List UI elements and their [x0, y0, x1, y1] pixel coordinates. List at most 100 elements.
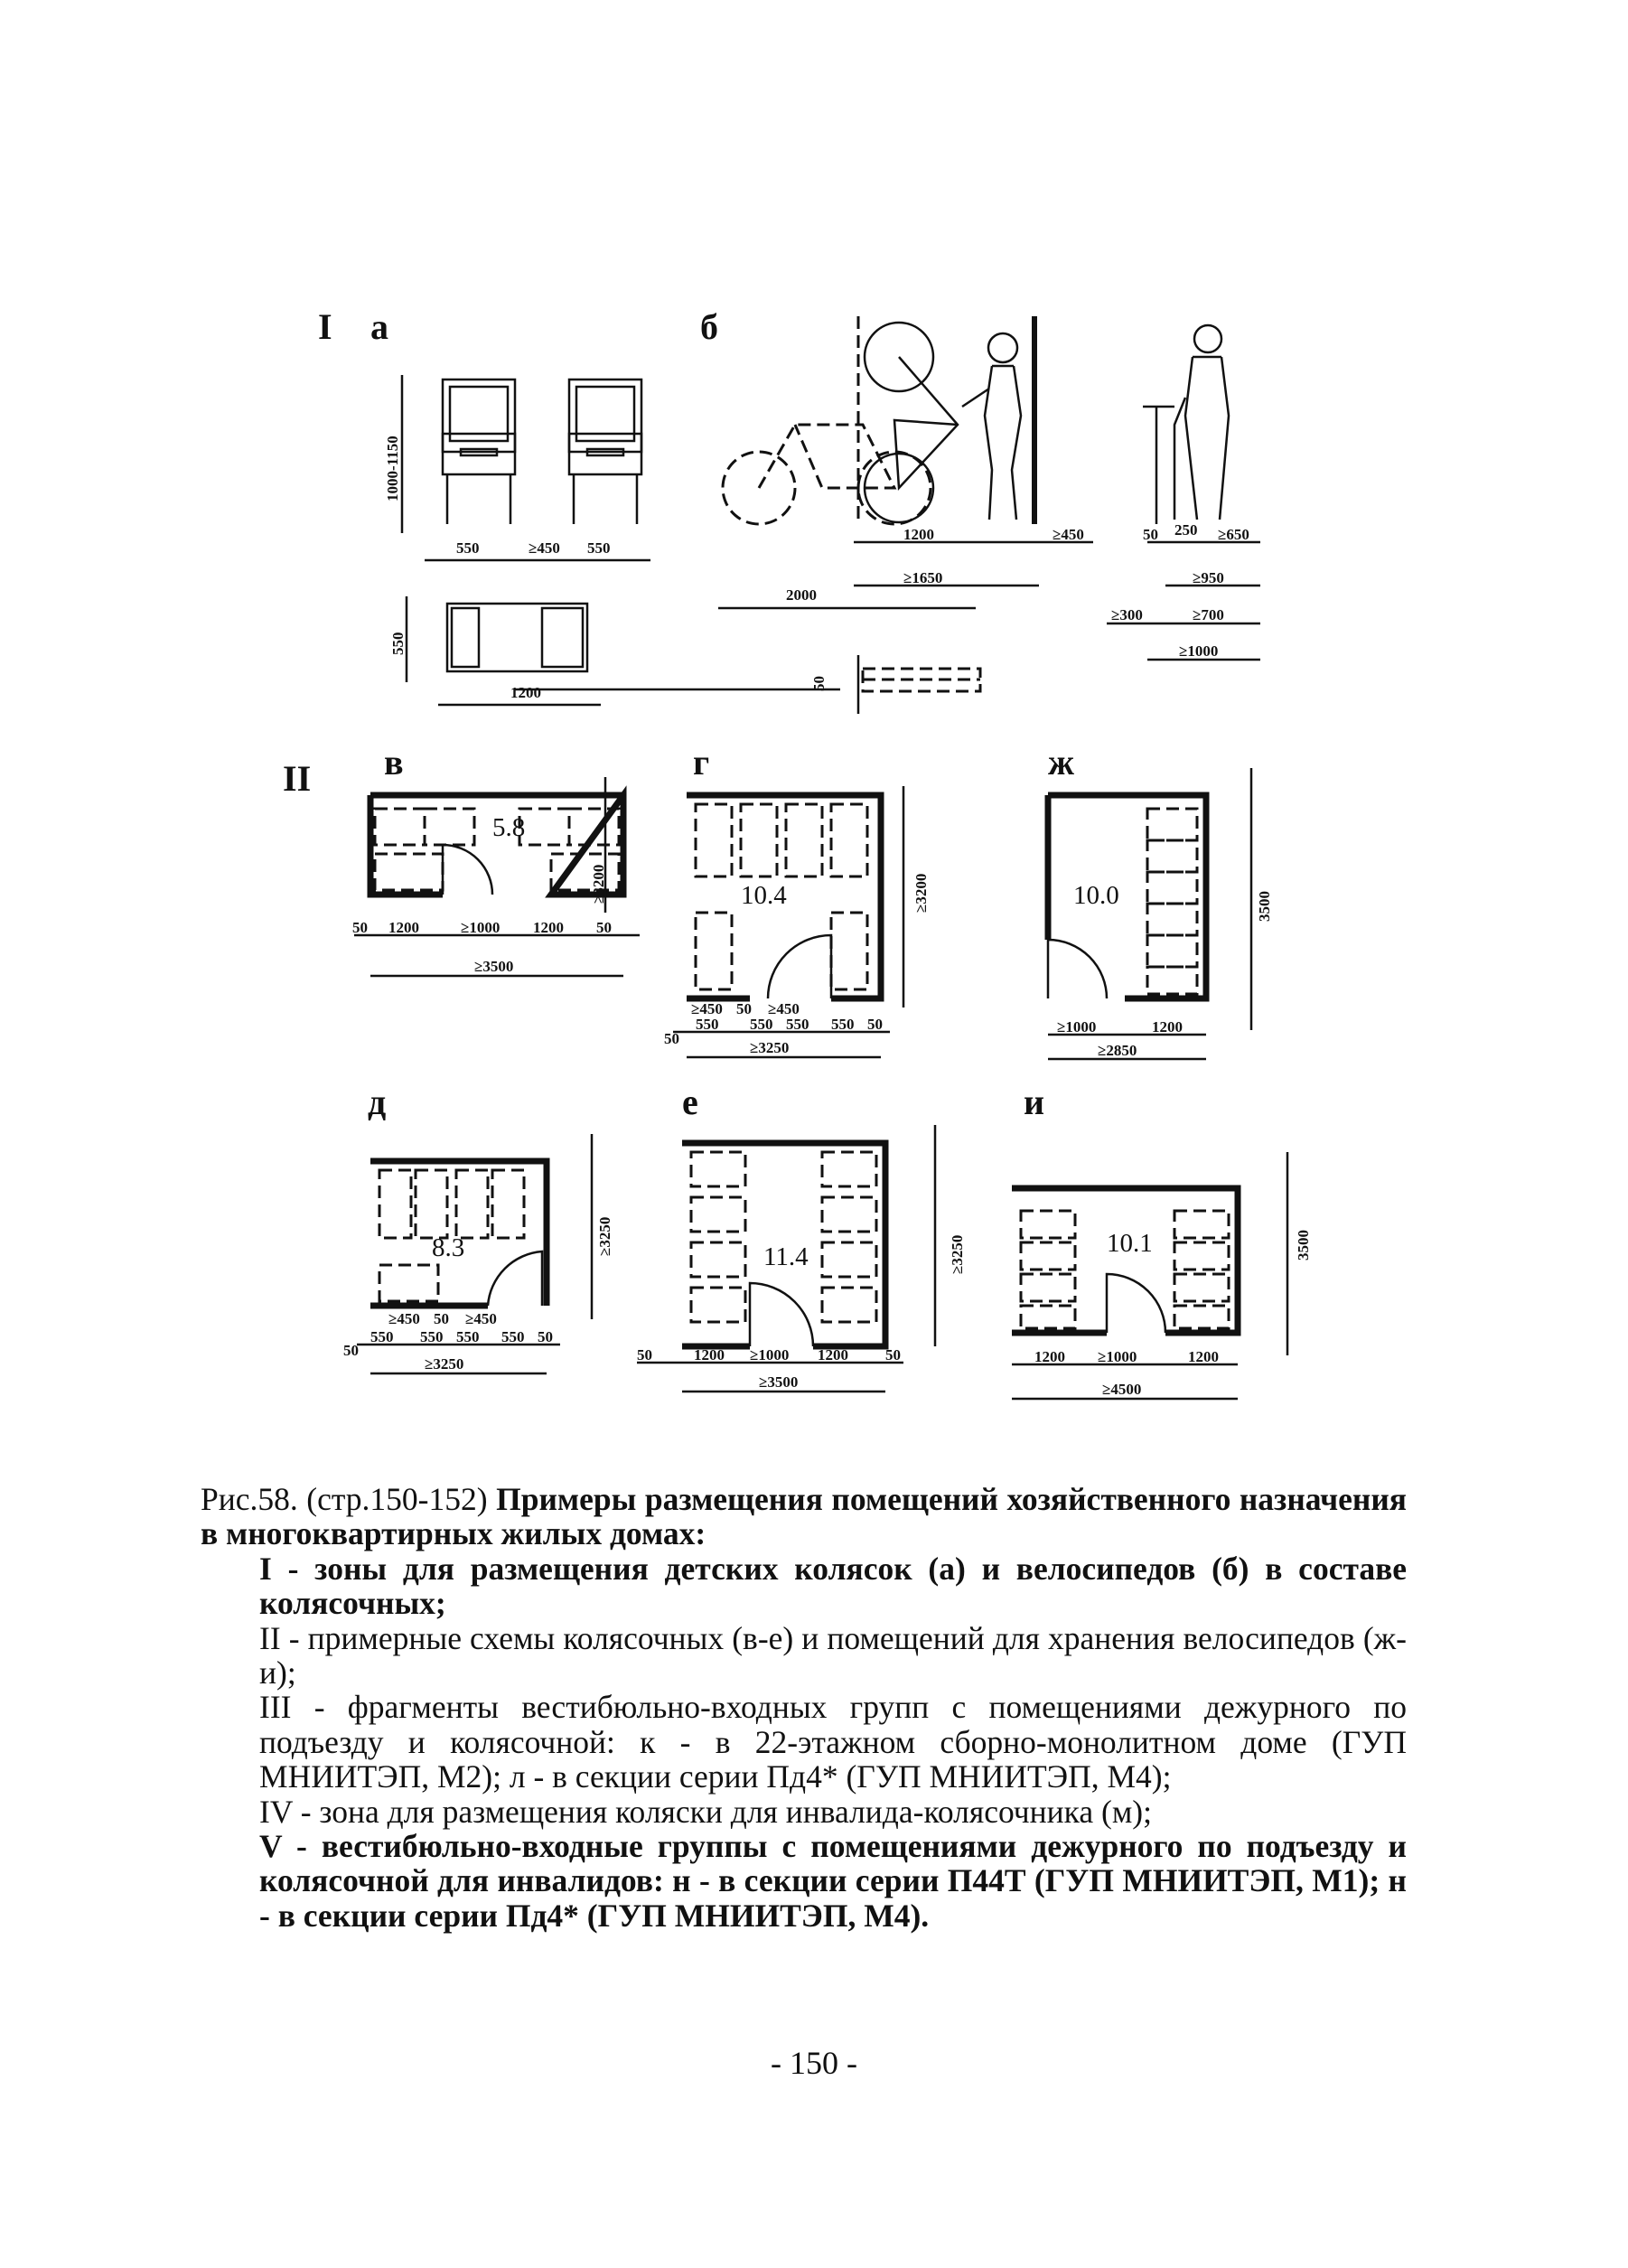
panel-label-zh: ж: [1048, 742, 1074, 783]
person-figure: [961, 332, 1023, 520]
dim-b2-50: 50: [1143, 526, 1158, 543]
dim-e-4: 50: [885, 1346, 901, 1364]
caption-item-I: I - зоны для размещения детских колясок …: [259, 1550, 1407, 1622]
bicycle-hung: [863, 321, 959, 524]
panel-label-e: е: [682, 1082, 698, 1122]
dim-g-total: ≥3250: [750, 1039, 789, 1056]
plan-i: 10.1 1200 ≥1000 1200 ≥4500 3500: [1012, 1152, 1312, 1401]
dim-d-side-total: ≥3250: [596, 1217, 613, 1256]
caption-item-IV: IV - зона для размещения коляски для инв…: [259, 1793, 1152, 1830]
figure-58: I II а б в г ж д е и 1000-1150 550 ≥450 …: [283, 306, 1312, 1401]
stroller-plan: [445, 602, 589, 673]
area-zh: 10.0: [1073, 881, 1119, 910]
person-with-cane: [1173, 323, 1230, 520]
dim-g-top-1: 50: [736, 1000, 752, 1017]
section-label-I: I: [318, 306, 332, 347]
dim-b-1200: 1200: [903, 526, 934, 543]
bicycle-dashed: [721, 423, 932, 526]
dim-g-2: 550: [786, 1016, 809, 1033]
caption-title: Рис.58. (стр.150-152) Примеры размещения…: [201, 1482, 1407, 1551]
plan-v: 5.8 50 1200 ≥1000 1200 50 ≥3500 ≥3200: [352, 777, 640, 978]
dim-e-1: 1200: [694, 1346, 725, 1364]
dim-g-1: 550: [750, 1016, 773, 1033]
panel-b-bicycles: 1200 ≥450 ≥1650 2000 50: [718, 316, 1093, 714]
dim-a-gap: ≥450: [529, 539, 560, 557]
dim-a-w2: 550: [587, 539, 611, 557]
area-g: 10.4: [741, 881, 787, 910]
caption-item-II: II - примерные схемы колясочных (в-е) и …: [259, 1619, 1407, 1692]
dim-v-1: 1200: [388, 919, 419, 936]
panel-label-i: и: [1024, 1082, 1044, 1122]
dim-i-2: 1200: [1188, 1348, 1219, 1365]
figure-caption: Рис.58. (стр.150-152) Примеры размещения…: [201, 1482, 1407, 1933]
plan-zh: 10.0 ≥1000 1200 ≥2850 3500: [1044, 768, 1273, 1061]
panel-label-a: а: [370, 306, 388, 347]
dim-d-1: 550: [420, 1328, 444, 1345]
caption-figure-title: Примеры размещения помещений хозяйственн…: [201, 1481, 1407, 1552]
dim-d-3: 550: [501, 1328, 525, 1345]
dim-i-1: ≥1000: [1098, 1348, 1137, 1365]
panel-a-strollers: 1000-1150 550 ≥450 550 550 120: [384, 375, 840, 707]
dim-d-total: ≥3250: [425, 1355, 463, 1373]
dim-g-0: 550: [696, 1016, 719, 1033]
dim-b-2000: 2000: [786, 586, 817, 604]
stroller-side-1: [441, 378, 517, 524]
area-v: 5.8: [492, 813, 525, 842]
dim-v-0: 50: [352, 919, 368, 936]
dim-b2-950: ≥950: [1193, 569, 1224, 586]
dim-v-side-total: ≥3200: [590, 865, 607, 904]
dim-a-plan-w: 550: [389, 633, 407, 656]
area-d: 8.3: [432, 1233, 464, 1262]
dim-i-side-total: 3500: [1295, 1230, 1312, 1261]
caption-item-V: V - вестибюльно-входные группы с помещен…: [259, 1828, 1407, 1934]
dim-b2-1000: ≥1000: [1179, 642, 1218, 660]
panel-label-v: в: [384, 742, 404, 783]
dim-d-4: 50: [538, 1328, 553, 1345]
dim-d-50: 50: [343, 1342, 359, 1359]
dim-b-450: ≥450: [1053, 526, 1084, 543]
dim-a-plan-l: 1200: [510, 684, 541, 701]
dim-g-top-2: ≥450: [768, 1000, 800, 1017]
dim-v-2: ≥1000: [461, 919, 500, 936]
dim-a-height: 1000-1150: [384, 436, 401, 501]
caption-figure-ref: Рис.58. (стр.150-152): [201, 1481, 497, 1517]
dim-v-4: 50: [596, 919, 612, 936]
dim-b2-300: ≥300: [1111, 606, 1143, 623]
dim-i-0: 1200: [1034, 1348, 1065, 1365]
dim-b2-250: 250: [1174, 521, 1198, 539]
dim-g-4: 50: [867, 1016, 883, 1033]
panel-label-g: г: [693, 742, 709, 783]
dim-b-1650: ≥1650: [903, 569, 942, 586]
panel-b-niche: 50 250 ≥650 ≥950 ≥300 ≥700 ≥1000: [1107, 323, 1260, 661]
dim-e-total: ≥3500: [759, 1373, 798, 1391]
section-label-II: II: [283, 758, 311, 799]
dim-d-top-1: 50: [434, 1310, 449, 1327]
dim-d-top-2: ≥450: [465, 1310, 497, 1327]
stroller-side-2: [567, 378, 643, 524]
bicycle-plan: [856, 655, 982, 714]
dim-e-2: ≥1000: [750, 1346, 789, 1364]
dim-v-3: 1200: [533, 919, 564, 936]
dim-e-3: 1200: [818, 1346, 848, 1364]
dim-g-3: 550: [831, 1016, 855, 1033]
area-i: 10.1: [1107, 1229, 1153, 1258]
dim-b2-700: ≥700: [1193, 606, 1224, 623]
dim-g-side-total: ≥3200: [912, 874, 930, 913]
dim-zh-side-total: 3500: [1256, 891, 1273, 922]
panel-label-d: д: [368, 1082, 386, 1122]
caption-item-III: III - фрагменты вестибюльно-входных груп…: [259, 1689, 1407, 1795]
dim-v-total: ≥3500: [474, 958, 513, 975]
dim-i-total: ≥4500: [1102, 1381, 1141, 1398]
dim-d-top-0: ≥450: [388, 1310, 420, 1327]
plan-d: 8.3 ≥450 50 ≥450 550 550 550 550 50 50 ≥…: [343, 1134, 613, 1375]
plan-e: 11.4 50 1200 ≥1000 1200 50 ≥3500 ≥3250: [637, 1125, 966, 1393]
dim-e-0: 50: [637, 1346, 652, 1364]
plan-g: 10.4 ≥450 50 ≥450 550 550 550 550 50 50 …: [664, 786, 930, 1059]
dim-g-top-0: ≥450: [691, 1000, 723, 1017]
dim-zh-0: ≥1000: [1057, 1018, 1096, 1036]
dim-b-50: 50: [810, 676, 828, 691]
dim-b2-650: ≥650: [1218, 526, 1249, 543]
dim-a-w1: 550: [456, 539, 480, 557]
dim-g-50: 50: [664, 1030, 679, 1047]
dim-zh-total: ≥2850: [1098, 1042, 1137, 1059]
